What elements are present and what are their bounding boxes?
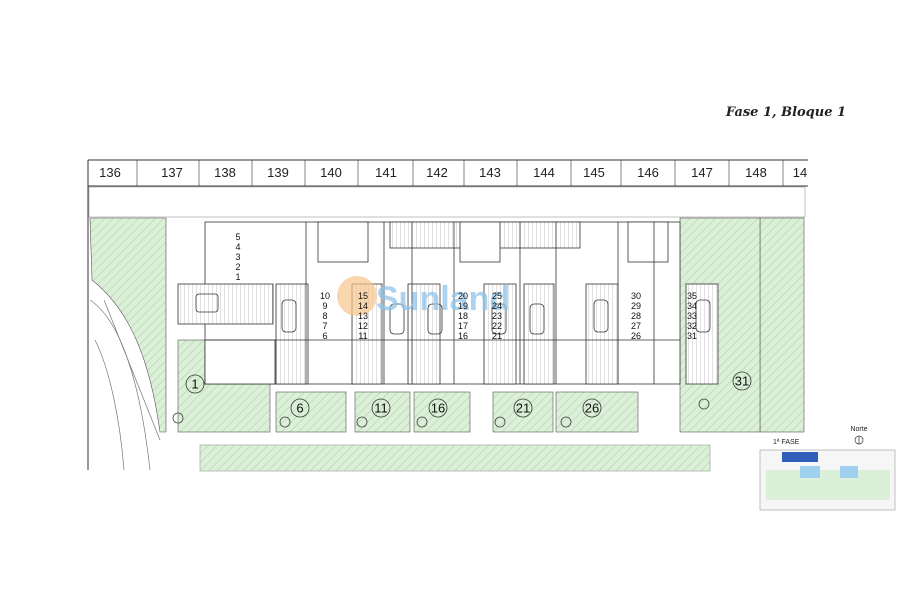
- unit-number: 15: [358, 291, 368, 301]
- lot-circle: [185, 374, 205, 394]
- column-label: 148: [745, 165, 767, 180]
- unit-number: 11: [358, 331, 367, 341]
- column-label: 137: [161, 165, 183, 180]
- column-label: 144: [533, 165, 555, 180]
- unit-number: 20: [458, 291, 468, 301]
- north-compass: Norte: [850, 426, 868, 445]
- column-label: 143: [479, 165, 501, 180]
- key-map: 1ª FASE: [759, 439, 896, 511]
- unit-number: 8: [322, 311, 327, 321]
- lot-number: 11: [374, 401, 388, 416]
- column-label: 145: [583, 165, 605, 180]
- terrace-tables: [195, 293, 711, 335]
- unit-number: 22: [492, 321, 502, 331]
- unit-number: 2: [235, 262, 240, 272]
- unit-number: 4: [235, 242, 240, 252]
- column-label: 141: [375, 165, 397, 180]
- lot-circle: [732, 371, 752, 391]
- unit-number: 29: [631, 301, 641, 311]
- lot-number: 6: [296, 401, 303, 416]
- unit-number: 14: [358, 301, 368, 311]
- unit-number: 12: [358, 321, 368, 331]
- lot-number: 21: [516, 401, 530, 416]
- trees: [172, 398, 710, 428]
- lot-number: 31: [735, 374, 749, 389]
- column-label: 146: [637, 165, 659, 180]
- building-block: [177, 221, 719, 385]
- lot-number: 1: [191, 377, 198, 392]
- road-lines: [89, 299, 161, 471]
- unit-number: 5: [235, 232, 240, 242]
- column-label: 14: [793, 165, 807, 180]
- walkway: [88, 186, 806, 218]
- unit-number: 18: [458, 311, 468, 321]
- sunland-watermark: Sunland: [337, 276, 510, 318]
- unit-number: 13: [358, 311, 368, 321]
- lot-circle: [582, 398, 602, 418]
- column-label: 139: [267, 165, 289, 180]
- unit-number: 21: [492, 331, 502, 341]
- unit-number: 31: [687, 331, 697, 341]
- unit-number: 28: [631, 311, 641, 321]
- lot-circle: [290, 398, 310, 418]
- unit-number: 23: [492, 311, 502, 321]
- unit-number: 17: [458, 321, 468, 331]
- plan-title: Fase 1, Bloque 1: [725, 105, 846, 120]
- unit-number: 26: [631, 331, 641, 341]
- lot-circle: [428, 398, 448, 418]
- unit-number: 30: [631, 291, 641, 301]
- unit-number: 10: [320, 291, 330, 301]
- unit-number: 7: [322, 321, 327, 331]
- unit-number: 33: [687, 311, 697, 321]
- unit-number: 35: [687, 291, 697, 301]
- column-label: 138: [214, 165, 236, 180]
- unit-number: 25: [492, 291, 502, 301]
- unit-number: 24: [492, 301, 502, 311]
- svg-text:Norte: Norte: [850, 426, 867, 433]
- unit-number: 1: [235, 272, 240, 282]
- unit-number: 19: [458, 301, 468, 311]
- unit-number: 3: [235, 252, 240, 262]
- unit-number: 9: [322, 301, 327, 311]
- lot-circle: [371, 398, 391, 418]
- column-label: 147: [691, 165, 713, 180]
- column-label: 140: [320, 165, 342, 180]
- svg-text:Sunland: Sunland: [376, 280, 510, 318]
- unit-number: 32: [687, 321, 697, 331]
- column-label: 136: [99, 165, 121, 180]
- column-label: 142: [426, 165, 448, 180]
- lot-number: 26: [585, 401, 599, 416]
- garden-areas: [89, 217, 805, 472]
- unit-number: 27: [631, 321, 641, 331]
- lot-number: 16: [431, 401, 445, 416]
- svg-text:1ª FASE: 1ª FASE: [773, 439, 800, 446]
- unit-number: 16: [458, 331, 468, 341]
- unit-number: 6: [322, 331, 327, 341]
- unit-numbers: 5432110987615141312112019181716252423222…: [235, 232, 697, 341]
- unit-number: 34: [687, 301, 697, 311]
- lot-circle: [513, 398, 533, 418]
